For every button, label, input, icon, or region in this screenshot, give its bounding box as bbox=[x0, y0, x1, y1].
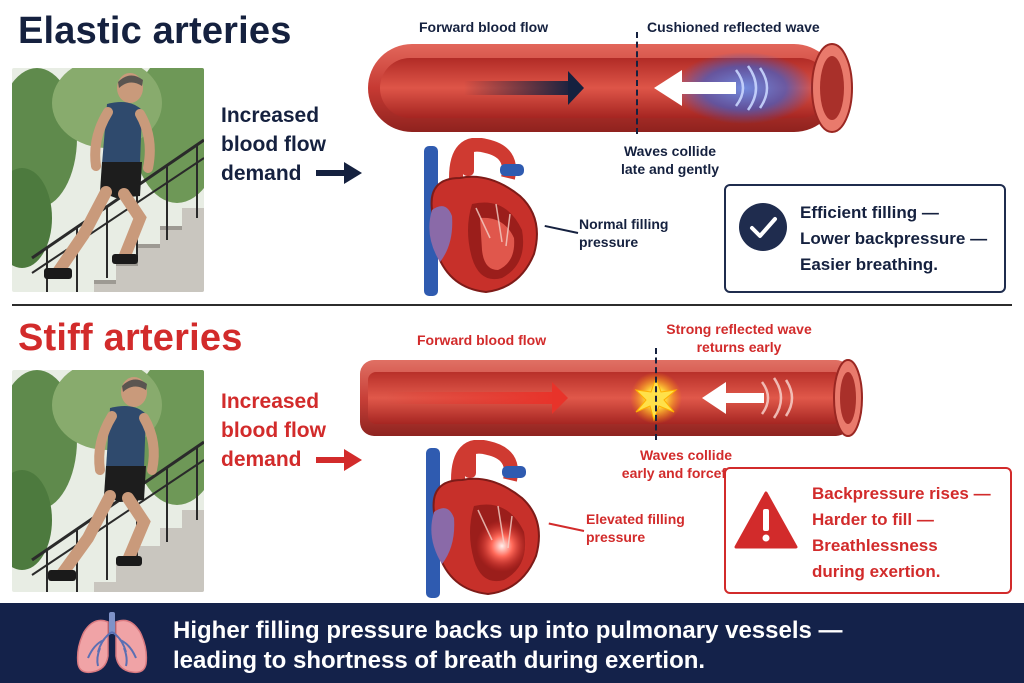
collision-line: Waves collide bbox=[623, 143, 717, 159]
filling-line: Normal filling bbox=[579, 216, 669, 232]
stiff-filling-pointer bbox=[548, 522, 585, 532]
elastic-filling-pointer bbox=[544, 224, 579, 234]
reflected-line: returns early bbox=[696, 339, 782, 355]
stiff-artery-vessel bbox=[356, 354, 868, 442]
elastic-collision-label: Waves collide late and gently bbox=[604, 142, 736, 178]
stiff-reflected-wave-label: Strong reflected wave returns early bbox=[654, 320, 824, 356]
summary-line: Lower backpressure — bbox=[800, 229, 988, 248]
demand-line: blood flow bbox=[221, 419, 326, 442]
stiff-title: Stiff arteries bbox=[18, 317, 243, 359]
stiff-summary-text: Backpressure rises — Harder to fill — Br… bbox=[812, 481, 991, 585]
person-climbing-stairs-illustration bbox=[12, 68, 204, 292]
footer-line: leading to shortness of breath during ex… bbox=[173, 647, 706, 674]
elastic-filling-label: Normal filling pressure bbox=[579, 215, 668, 251]
check-circle-icon bbox=[738, 202, 788, 257]
elastic-summary-box: Efficient filling — Lower backpressure —… bbox=[724, 184, 1006, 293]
stiff-summary-box: Backpressure rises — Harder to fill — Br… bbox=[724, 467, 1012, 594]
warning-triangle-icon bbox=[734, 491, 798, 554]
filling-line: pressure bbox=[586, 529, 646, 545]
filling-line: pressure bbox=[579, 234, 639, 250]
summary-line: Backpressure rises — bbox=[812, 484, 991, 503]
footer-banner bbox=[0, 603, 1024, 683]
collision-line: early and forcefully bbox=[621, 465, 751, 481]
stiff-collision-marker bbox=[655, 348, 657, 440]
demand-line: Increased bbox=[221, 390, 320, 413]
demand-line: demand bbox=[221, 448, 302, 471]
heart-illustration-normal bbox=[410, 138, 546, 296]
demand-line: blood flow bbox=[221, 133, 326, 156]
stiff-demand-arrow-icon bbox=[316, 449, 362, 471]
filling-line: Elevated filling bbox=[586, 511, 685, 527]
stiff-forward-flow-label: Forward blood flow bbox=[417, 332, 547, 348]
stiff-filling-label: Elevated filling pressure bbox=[586, 510, 685, 546]
elastic-demand-label: Increased blood flow demand bbox=[221, 101, 326, 188]
elastic-title: Elastic arteries bbox=[18, 10, 292, 52]
section-divider bbox=[12, 304, 1012, 306]
stiff-collision-label: Waves collide early and forcefully bbox=[606, 446, 766, 482]
elastic-artery-vessel bbox=[364, 36, 858, 140]
summary-line: Breathlessness bbox=[812, 536, 938, 555]
summary-line: Easier breathing. bbox=[800, 255, 938, 274]
demand-line: demand bbox=[221, 162, 302, 185]
summary-line: Harder to fill — bbox=[812, 510, 934, 529]
stiff-demand-label: Increased blood flow demand bbox=[221, 387, 326, 474]
reflected-line: Strong reflected wave bbox=[666, 321, 812, 337]
summary-line: Efficient filling — bbox=[800, 203, 939, 222]
demand-line: Increased bbox=[221, 104, 320, 127]
lungs-icon bbox=[74, 612, 150, 681]
footer-message: Higher filling pressure backs up into pu… bbox=[173, 616, 843, 676]
person-climbing-stairs-illustration bbox=[12, 370, 204, 592]
collision-line: Waves collide bbox=[639, 447, 733, 463]
elastic-summary-text: Efficient filling — Lower backpressure —… bbox=[800, 200, 987, 278]
summary-line: during exertion. bbox=[812, 562, 941, 581]
elastic-reflected-wave-label: Cushioned reflected wave bbox=[647, 19, 820, 35]
elastic-demand-arrow-icon bbox=[316, 162, 362, 184]
collision-line: late and gently bbox=[620, 161, 720, 177]
elastic-forward-flow-label: Forward blood flow bbox=[419, 19, 549, 35]
elastic-collision-marker bbox=[636, 32, 638, 134]
heart-illustration-elevated bbox=[412, 440, 548, 598]
footer-line: Higher filling pressure backs up into pu… bbox=[173, 617, 843, 644]
